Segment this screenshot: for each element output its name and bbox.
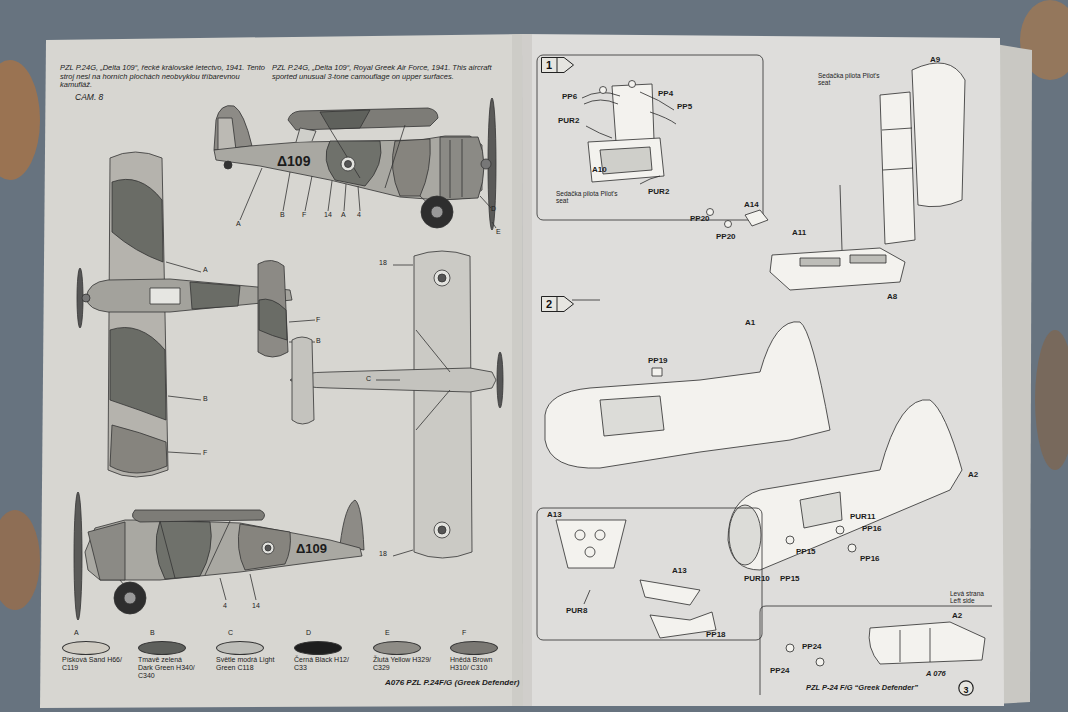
legend-text: Černá Black H12/ C33 (294, 656, 354, 672)
part-number: A13 (547, 510, 562, 519)
part-note: Levá strana Left side (950, 590, 992, 605)
legend-text: Žlutá Yellow H329/ C329 (373, 656, 433, 672)
part-number: PP24 (802, 642, 822, 651)
legend-text: Tmavě zelená Dark Green H340/ C340 (138, 656, 198, 680)
decal-callout: 18 (379, 550, 387, 558)
legend-letter: F (462, 629, 466, 637)
decal-callout: 14 (324, 211, 332, 219)
color-callout: A (236, 220, 241, 228)
part-number: PP19 (648, 356, 668, 365)
page-number: 3 (963, 685, 968, 695)
part-note: Sedačka pilota Pilot's seat (556, 190, 626, 205)
part-number: PUR2 (648, 187, 669, 196)
color-swatch (373, 641, 421, 655)
serial-marking: Δ109 (277, 153, 310, 169)
step-number: 1 (546, 59, 552, 71)
color-callout: D (491, 205, 496, 213)
color-callout: B (203, 395, 208, 403)
part-number: A2 (952, 611, 962, 620)
legend-letter: E (385, 629, 390, 637)
part-number: A11 (792, 228, 806, 237)
kit-number: A 076 (926, 670, 946, 679)
legend-letter: A (74, 629, 79, 637)
part-number: PUR8 (566, 606, 587, 615)
color-callout: E (496, 228, 501, 236)
part-number: PP15 (780, 574, 800, 583)
color-callout: A (341, 211, 346, 219)
color-callout: B (280, 211, 285, 219)
step-tag-outline (541, 296, 574, 312)
legend-letter: D (306, 629, 311, 637)
decal-callout: 4 (223, 602, 227, 610)
color-callout: F (316, 316, 320, 324)
legend-text: Písková Sand H66/ C119 (62, 656, 122, 672)
color-swatch (138, 641, 186, 655)
legend-text: Světle modrá Light Green C118 (216, 656, 276, 672)
part-number: PP20 (716, 232, 736, 241)
part-number: PP16 (862, 524, 882, 533)
part-number: PP6 (562, 92, 577, 101)
page-number-circle: 3 (958, 680, 974, 696)
color-callout: F (302, 211, 306, 219)
color-swatch (62, 641, 110, 655)
camouflage-code: CAM. 8 (75, 93, 103, 103)
legend-letter: C (228, 629, 233, 637)
color-callout: A (203, 266, 208, 274)
color-swatch (216, 641, 264, 655)
part-number: PUR11 (850, 512, 875, 521)
part-number: A14 (744, 200, 759, 209)
part-note: Sedačka pilota Pilot's seat (818, 72, 880, 87)
part-number: PP4 (658, 89, 673, 98)
color-callout: F (203, 449, 207, 457)
part-number: PP24 (770, 666, 790, 675)
color-callout: C (366, 375, 371, 383)
part-number: A1 (745, 318, 755, 327)
part-number: PP15 (796, 547, 816, 556)
part-number: PP20 (690, 214, 710, 223)
page-footer: PZL P-24 F/G “Greek Defender” (806, 684, 918, 693)
part-number: A9 (930, 55, 940, 64)
step-tag: 1 (541, 57, 574, 73)
step-tag: 2 (541, 296, 574, 312)
step-number: 2 (546, 298, 552, 310)
decal-callout: 14 (252, 602, 260, 610)
part-number: PP18 (706, 630, 726, 639)
legend-letter: B (150, 629, 155, 637)
part-number: PUR2 (558, 116, 579, 125)
legend-text: Hnědá Brown H310/ C310 (450, 656, 510, 672)
part-number: PP5 (677, 102, 692, 111)
color-swatch (294, 641, 342, 655)
color-swatch (450, 641, 498, 655)
page-footer: A076 PZL P.24F/G (Greek Defender) (385, 678, 519, 687)
step-tag-outline (541, 57, 574, 73)
part-number: PP16 (860, 554, 880, 563)
part-number: A8 (887, 292, 897, 301)
caption-czech: PZL P.24G, „Delta 109“, řecké královské … (60, 64, 265, 90)
serial-marking: Δ109 (296, 542, 327, 557)
color-callout: B (316, 337, 321, 345)
part-number: A10 (592, 165, 607, 174)
caption-english: PZL P.24G, „Delta 109“, Royal Greek Air … (272, 64, 497, 81)
part-number: A2 (968, 470, 978, 479)
part-number: PUR10 (744, 574, 770, 583)
part-number: A13 (672, 566, 687, 575)
decal-callout: 4 (357, 211, 361, 219)
decal-callout: 18 (379, 259, 387, 267)
